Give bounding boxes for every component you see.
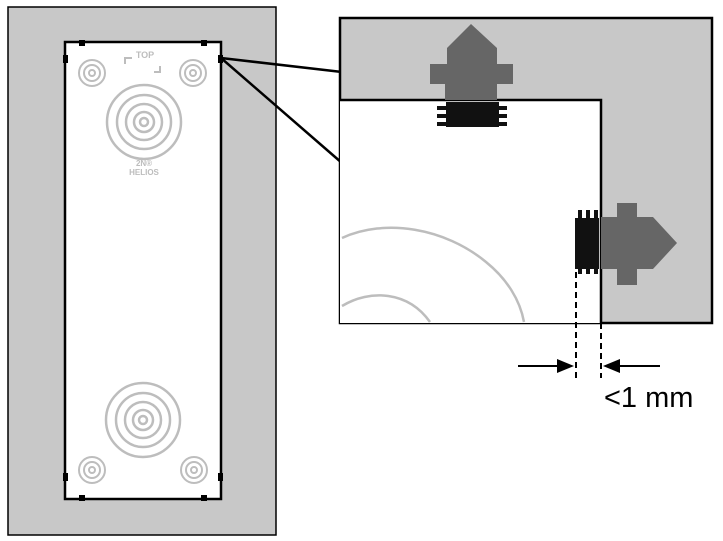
brand-line-1: 2N®: [136, 159, 152, 168]
top-marker: TOP: [124, 50, 161, 73]
detail-lens-arcs: [341, 226, 526, 323]
gap-arrow-right-head: [603, 359, 620, 373]
gap-label: <1 mm: [604, 382, 693, 414]
right-screw-thread: [575, 210, 599, 274]
top-screw-thread: [437, 102, 507, 127]
detail-view: [338, 16, 714, 325]
brand-line-2: HELIOS: [129, 168, 159, 177]
screw-bottom-left: [78, 456, 106, 484]
top-label: TOP: [136, 50, 154, 60]
gap-dimension: <1 mm: [518, 272, 693, 414]
up-arrow-icon: [430, 24, 513, 100]
button-speaker: [104, 381, 182, 459]
screw-top-right: [179, 59, 207, 87]
front-panel: TOP 2N® HELIOS: [63, 40, 223, 501]
gap-arrow-left-head: [557, 359, 574, 373]
detail-panel-corner: [340, 100, 601, 323]
zoom-callout-lines: [220, 56, 343, 164]
camera-lens: [105, 83, 183, 161]
right-arrow-icon: [601, 203, 677, 285]
screw-bottom-right: [180, 456, 208, 484]
screw-top-left: [78, 59, 106, 87]
